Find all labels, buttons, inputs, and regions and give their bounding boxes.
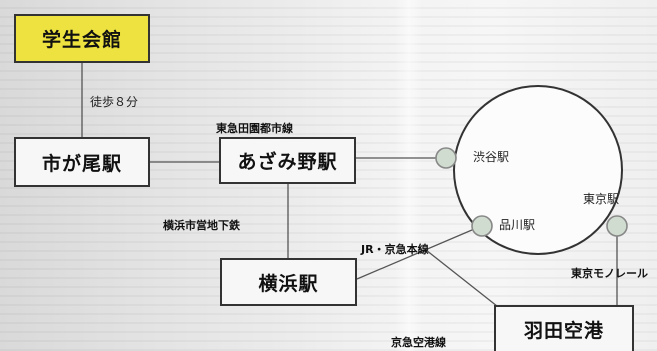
jr-keikyu-line-label: JR・京急本線: [361, 243, 429, 256]
tokyo-node: [606, 215, 628, 237]
yamanote-loop-line: [453, 85, 623, 255]
shibuya-station-label: 渋谷駅: [473, 150, 510, 164]
azamino-station-box: あざみ野駅: [219, 137, 356, 184]
denentoshi-line-label: 東急田園都市線: [216, 122, 293, 135]
haneda-airport-box: 羽田空港: [494, 305, 634, 351]
monorail-line-label: 東京モノレール: [571, 267, 648, 280]
student-hall-box: 学生会館: [14, 14, 150, 63]
shinagawa-station-label: 品川駅: [499, 218, 536, 232]
keikyu-airport-line-label: 京急空港線: [391, 336, 446, 349]
walk-label: 徒歩８分: [90, 95, 139, 109]
subway-line-label: 横浜市営地下鉄: [163, 219, 240, 232]
yokohama-shinagawa-line: [356, 226, 480, 280]
tokyo-station-label: 東京駅: [583, 192, 620, 206]
ichigao-station-box: 市が尾駅: [14, 137, 150, 187]
shinagawa-node: [471, 215, 493, 237]
yokohama-station-box: 横浜駅: [220, 258, 357, 306]
shibuya-node: [435, 147, 457, 169]
keikyu-airport-line: [425, 249, 503, 311]
